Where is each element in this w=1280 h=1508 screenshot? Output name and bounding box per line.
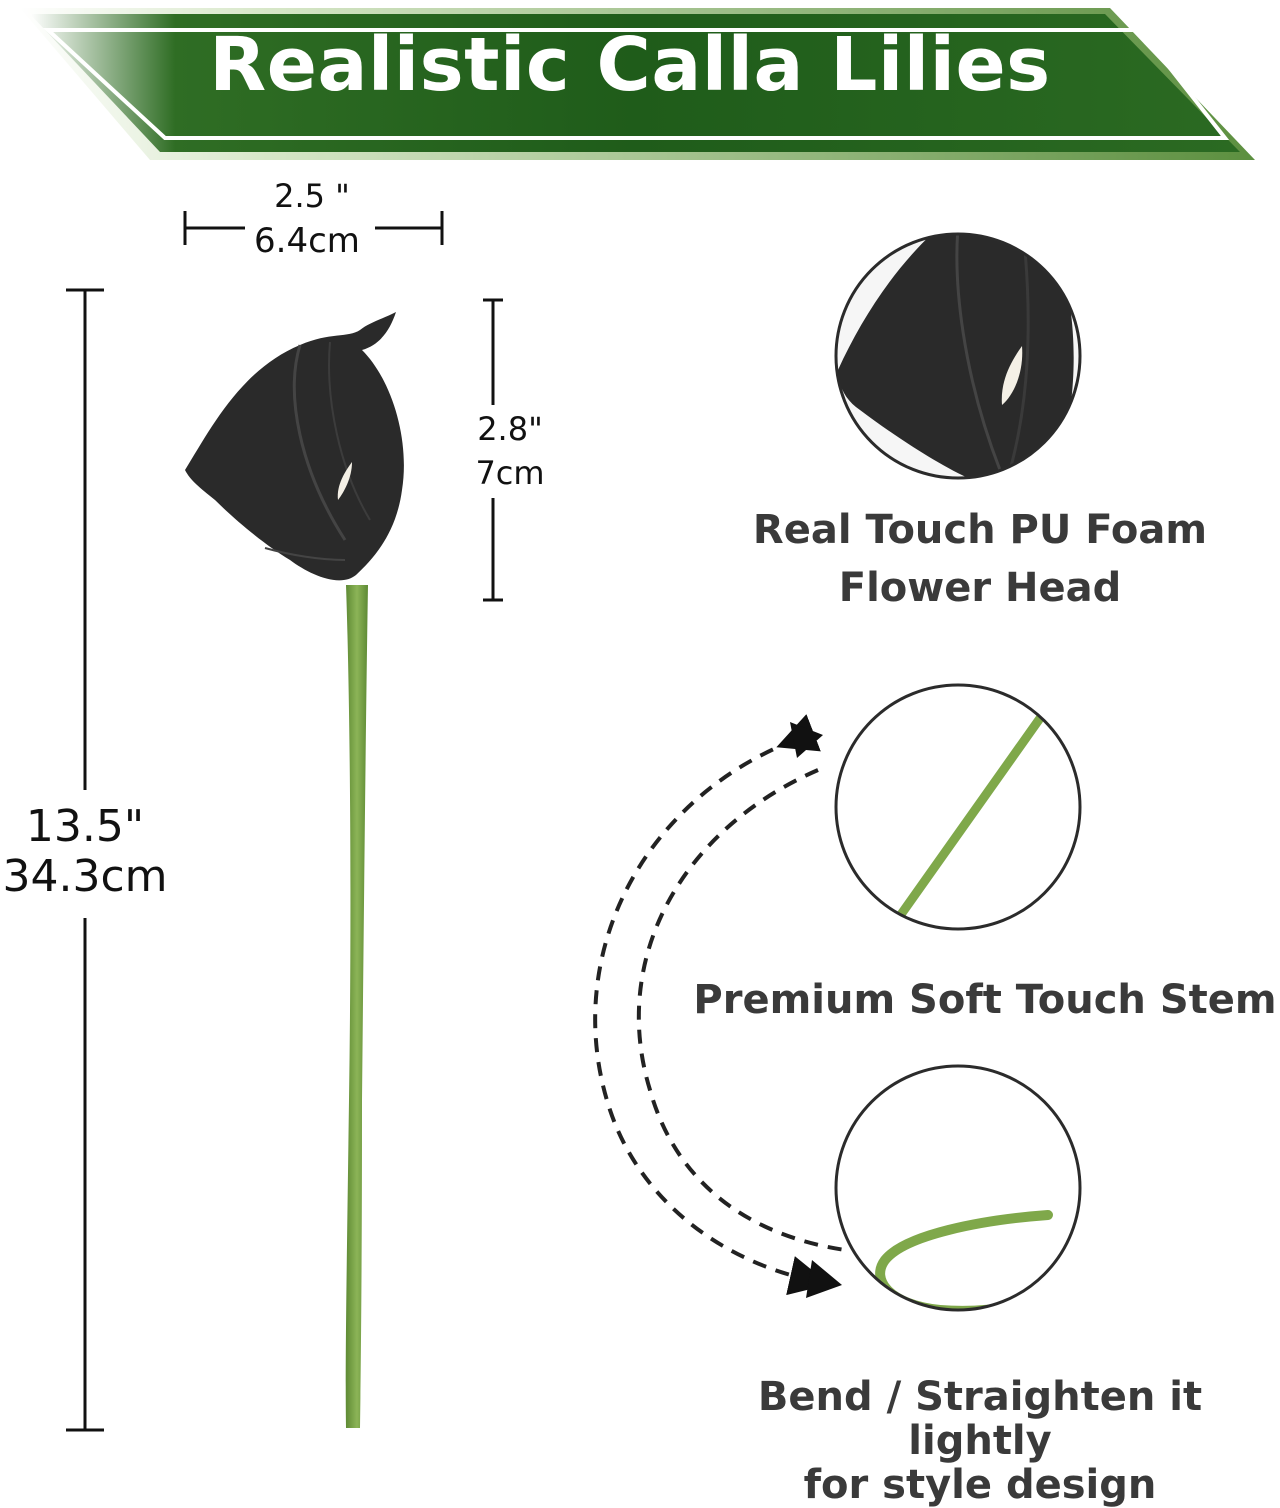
feature-label-flower-head: Real Touch PU Foam Flower Head [720, 505, 1240, 613]
arrow-head-top [790, 722, 823, 758]
flower-stem [345, 585, 368, 1428]
feature-label-bend: Bend / Straighten it lightly for style d… [680, 1375, 1280, 1507]
feature-label-line: Flower Head [838, 565, 1122, 611]
head-height-cm-label: 7cm [475, 454, 545, 492]
product-illustration [66, 211, 1082, 1432]
banner-title: Realistic Calla Lilies [209, 22, 1051, 108]
feature-label-line: Real Touch PU Foam [752, 507, 1208, 553]
banner-background [20, 8, 1255, 160]
flower-head [185, 312, 404, 581]
bent-stem-closeup [834, 1064, 1082, 1312]
flower-head-closeup [834, 232, 1082, 480]
stem-closeup [834, 683, 1082, 931]
head-height-dimension-line [483, 298, 503, 602]
head-height-inch-label: 2.8" [477, 410, 543, 448]
feature-label-line: for style design [803, 1462, 1157, 1508]
width-inch-label: 2.5 " [274, 177, 350, 215]
total-height-cm-label: 34.3cm [2, 851, 168, 902]
arrow-head-bottom [806, 1260, 842, 1298]
width-dimension-line [183, 211, 444, 245]
feature-label-stem: Premium Soft Touch Stem [690, 975, 1280, 1025]
total-height-inch-label: 13.5" [25, 801, 145, 852]
bend-arrows [593, 714, 846, 1296]
width-cm-label: 6.4cm [254, 221, 360, 261]
feature-label-line: Premium Soft Touch Stem [693, 977, 1277, 1023]
total-height-dimension-line [66, 288, 104, 1432]
feature-label-line: Bend / Straighten it lightly [757, 1374, 1203, 1464]
